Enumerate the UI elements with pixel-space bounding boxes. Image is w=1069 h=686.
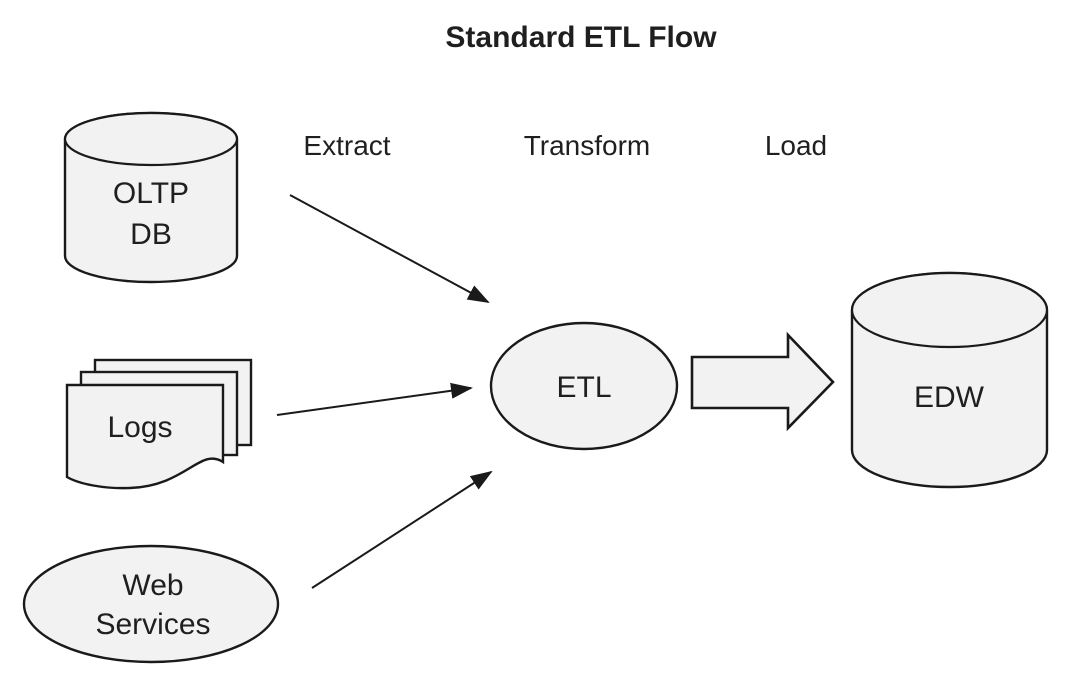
web-services-node: Web Services (22, 544, 280, 664)
web-services-label-line2: Services (95, 608, 210, 641)
block-arrow-etl-to-edw (690, 331, 835, 432)
diagram-title: Standard ETL Flow (445, 21, 717, 54)
ellipse-icon (489, 321, 679, 451)
stage-label-extract: Extract (303, 130, 390, 161)
oltp-db-label-line1: OLTP (113, 177, 189, 210)
logs-label: Logs (107, 411, 172, 444)
logs-node: Logs (65, 358, 253, 490)
arrow-web-services-to-etl (311, 470, 493, 589)
oltp-db-node: OLTP DB (63, 111, 239, 284)
stage-label-transform: Transform (524, 130, 651, 161)
document-front-icon (65, 383, 225, 490)
edw-label: EDW (914, 381, 985, 414)
oltp-db-label-line2: DB (130, 218, 172, 251)
arrow-oltp-to-etl (289, 194, 490, 303)
edw-node: EDW (850, 271, 1049, 489)
database-cylinder-top-rim (63, 111, 239, 167)
etl-node: ETL (489, 321, 679, 451)
etl-label: ETL (556, 371, 611, 404)
stage-label-load: Load (765, 130, 827, 161)
arrow-logs-to-etl (276, 382, 473, 416)
web-services-label-line1: Web (122, 569, 183, 602)
ellipse-icon (22, 544, 280, 664)
database-cylinder-top-rim (850, 271, 1049, 349)
